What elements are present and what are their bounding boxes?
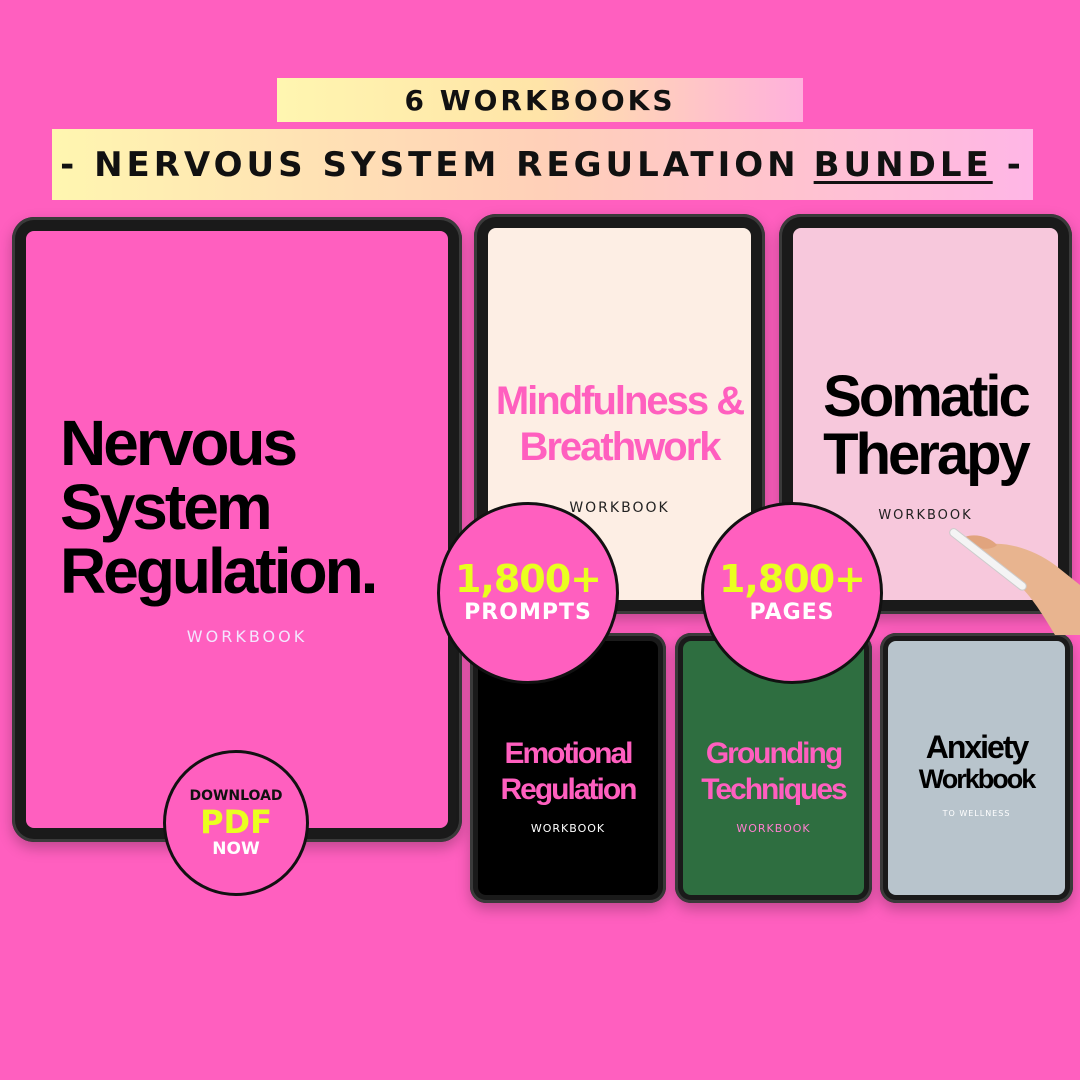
workbook-screen: Emotional Regulation WORKBOOK bbox=[478, 641, 658, 895]
banner-bundle-title: - NERVOUS SYSTEM REGULATION BUNDLE - bbox=[52, 129, 1033, 200]
workbook-tablet-mindfulness: Mindfulness & Breathwork WORKBOOK bbox=[474, 214, 765, 614]
workbook-subtitle: WORKBOOK bbox=[569, 500, 670, 516]
banner-workbook-count: 6 WORKBOOKS bbox=[277, 78, 803, 122]
pages-badge-number: 1,800+ bbox=[718, 557, 866, 601]
workbook-screen: Anxiety Workbook TO WELLNESS bbox=[888, 641, 1065, 895]
pages-badge-label: PAGES bbox=[749, 600, 835, 625]
prompts-badge: 1,800+ PROMPTS bbox=[437, 502, 619, 684]
workbook-screen: Grounding Techniques WORKBOOK bbox=[683, 641, 864, 895]
prompts-badge-number: 1,800+ bbox=[454, 557, 602, 601]
workbook-tablet-anxiety: Anxiety Workbook TO WELLNESS bbox=[880, 633, 1073, 903]
workbook-title: Grounding Techniques bbox=[701, 737, 847, 806]
workbook-title: Anxiety Workbook bbox=[918, 729, 1037, 794]
workbook-tablet-nervous-system: Nervous System Regulation. WORKBOOK bbox=[12, 217, 462, 842]
download-pdf-badge[interactable]: DOWNLOAD PDF NOW bbox=[163, 750, 309, 896]
banner-line2-bundle: BUNDLE bbox=[813, 144, 993, 185]
workbook-subtitle: WORKBOOK bbox=[530, 822, 606, 835]
workbook-screen: Nervous System Regulation. WORKBOOK bbox=[26, 231, 448, 828]
workbook-subtitle: WORKBOOK bbox=[186, 627, 308, 646]
workbook-tablet-emotional: Emotional Regulation WORKBOOK bbox=[470, 633, 666, 903]
pdf-label: PDF bbox=[200, 803, 272, 841]
banner-line2-prefix: - NERVOUS SYSTEM REGULATION bbox=[60, 144, 800, 185]
banner-line1: 6 WORKBOOKS bbox=[404, 83, 676, 117]
download-label: DOWNLOAD bbox=[189, 788, 283, 804]
prompts-badge-label: PROMPTS bbox=[464, 600, 592, 625]
workbook-title: Emotional Regulation bbox=[500, 737, 638, 806]
workbook-subtitle: WORKBOOK bbox=[736, 822, 811, 835]
workbook-title: Somatic Therapy bbox=[823, 364, 1031, 487]
banner-line2-suffix: - bbox=[1006, 144, 1025, 185]
workbook-subtitle: WORKBOOK bbox=[878, 508, 973, 523]
now-label: NOW bbox=[212, 839, 260, 859]
workbook-subtitle: TO WELLNESS bbox=[942, 809, 1011, 818]
hand-with-stylus-illustration bbox=[949, 528, 1080, 635]
workbook-title: Mindfulness & Breathwork bbox=[495, 379, 745, 469]
workbook-title: Nervous System Regulation. bbox=[60, 407, 378, 607]
pages-badge: 1,800+ PAGES bbox=[701, 502, 883, 684]
